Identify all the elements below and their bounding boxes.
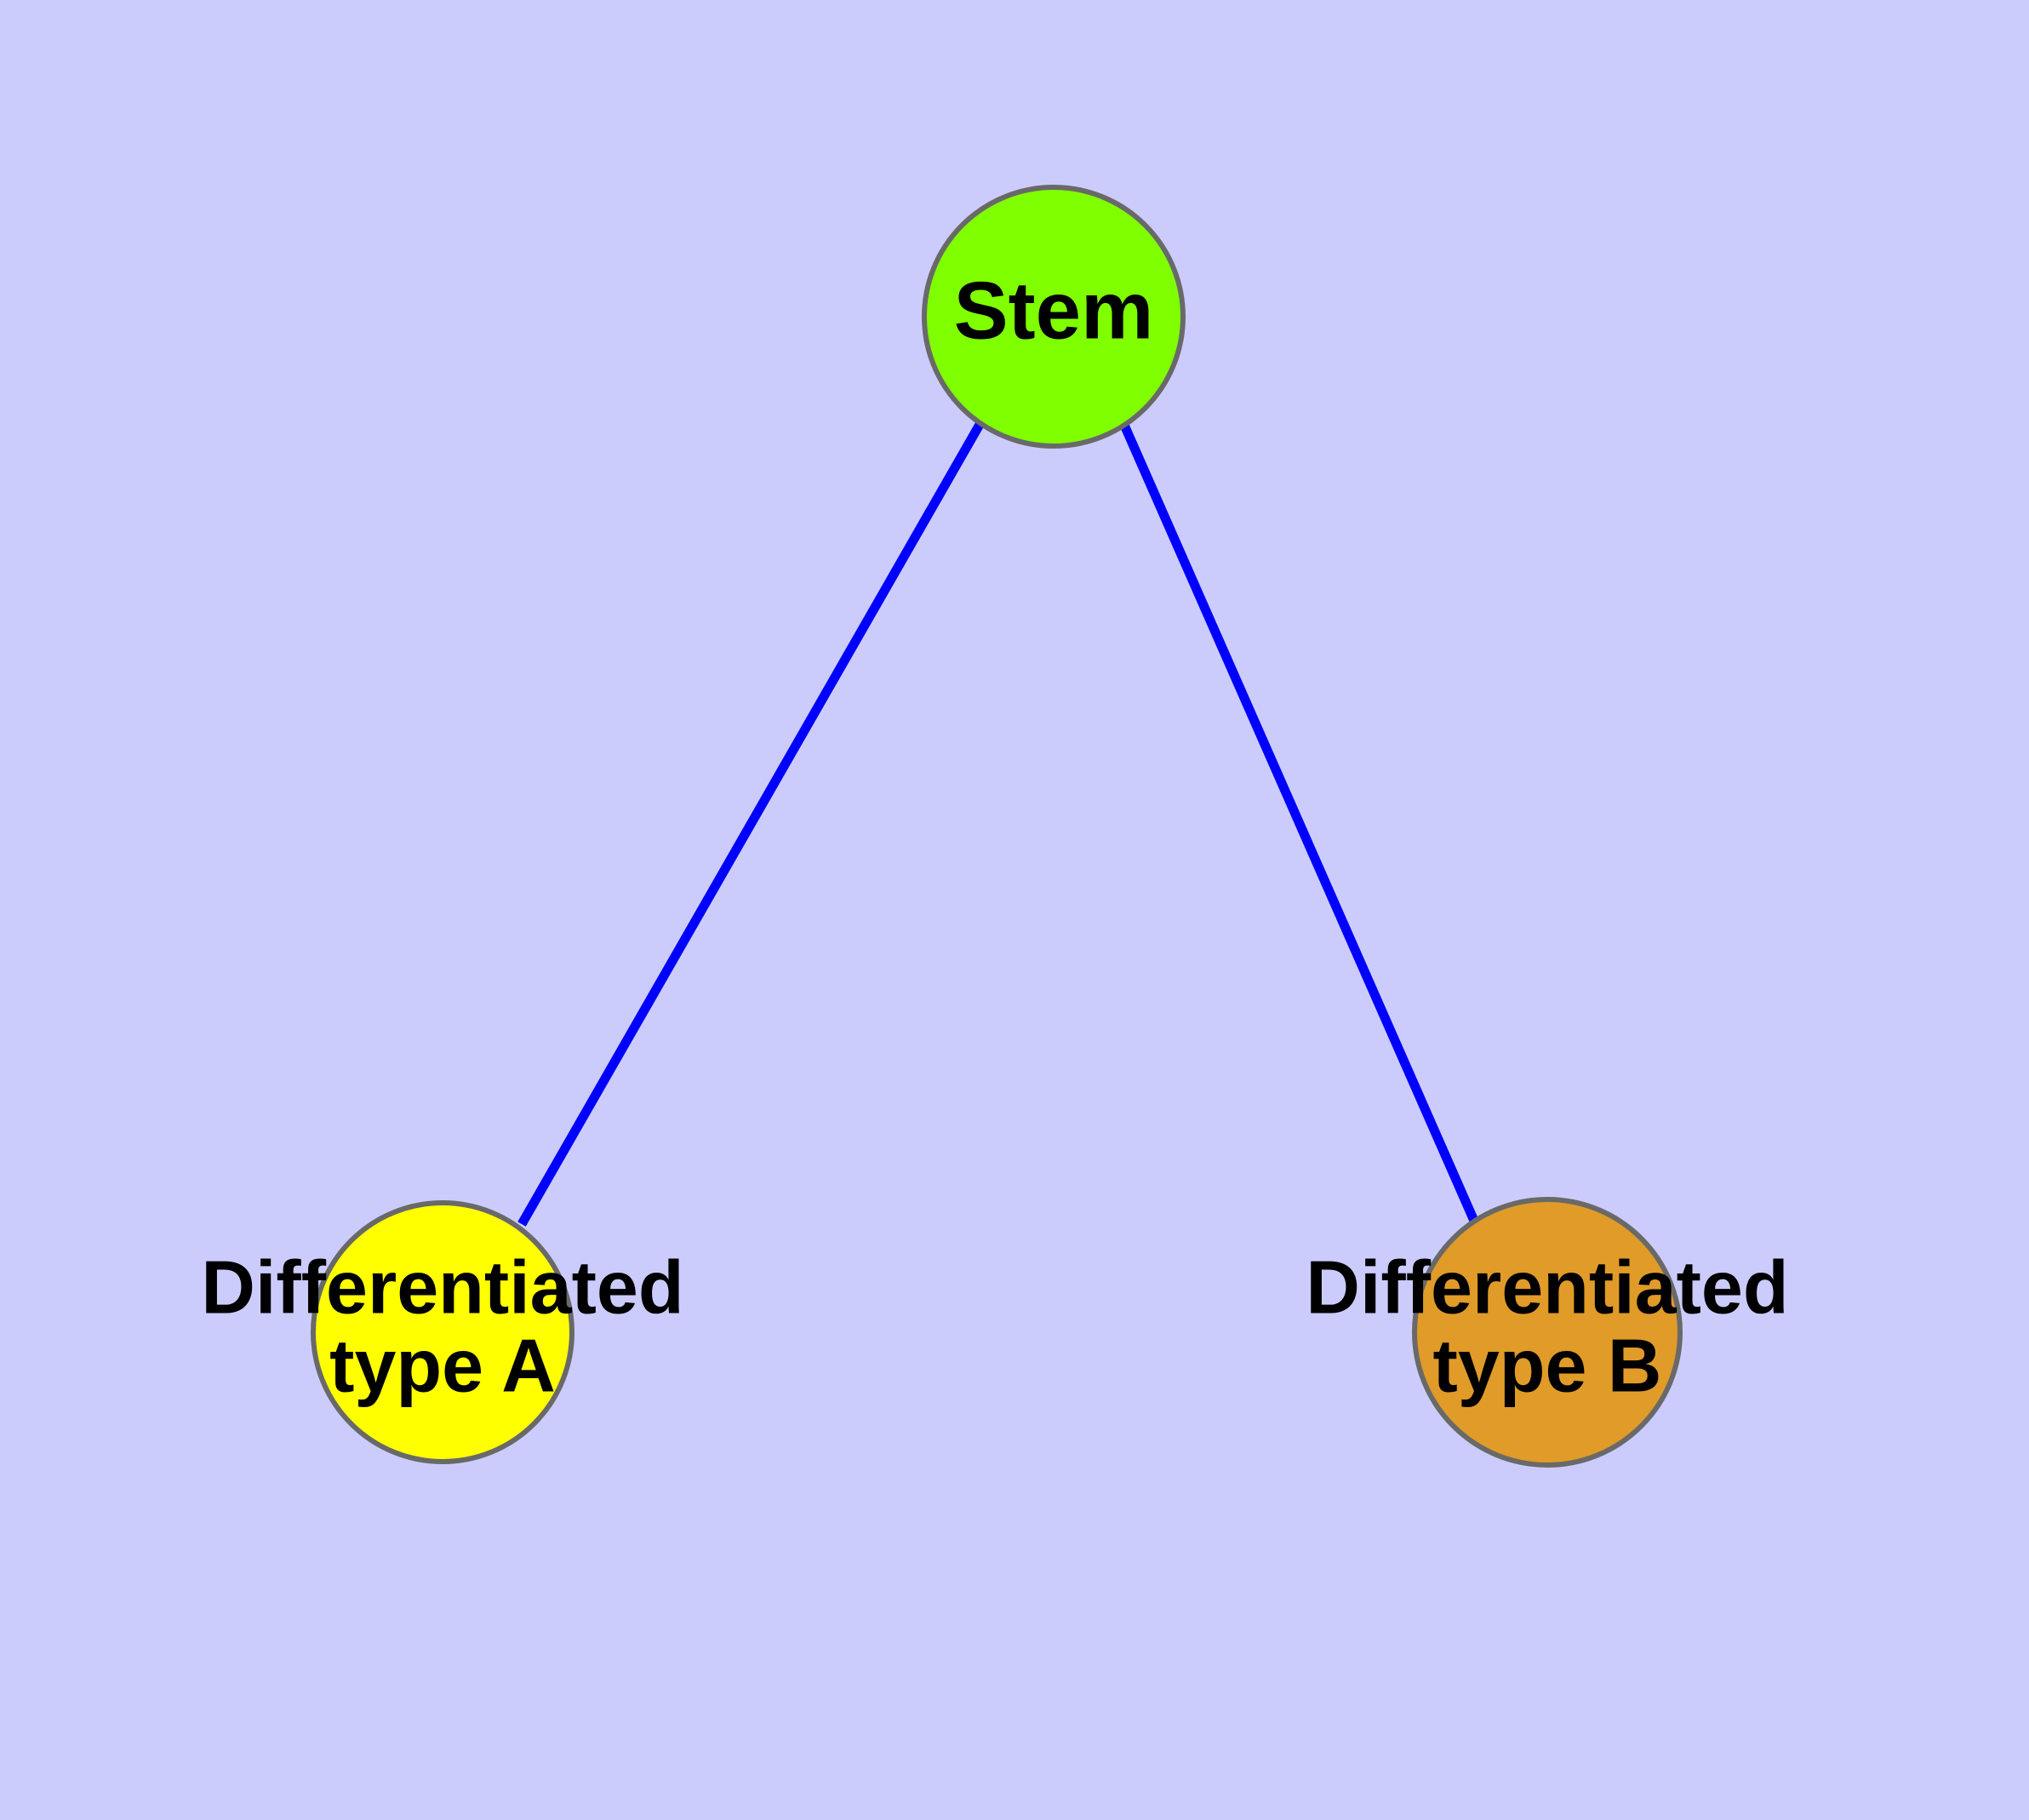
edge-stem-to-diff-a[interactable] [517,421,985,1227]
node-diff-b-circle[interactable] [1412,1197,1683,1468]
node-stem-circle[interactable] [922,185,1186,449]
node-diff-a-label-line1: Differentiated [201,1245,683,1329]
node-diff-a-label-line2: type A [329,1323,556,1407]
node-diff-b[interactable] [1412,1197,1683,1468]
node-diff-a[interactable] [311,1200,574,1464]
edge-layer [517,421,1479,1227]
label-layer: Stem Differentiated type A Differentiate… [201,265,1788,1407]
edge-stem-to-diff-b[interactable] [1118,421,1479,1223]
node-layer [311,185,1683,1468]
node-diff-b-label-line2: type B [1433,1323,1662,1407]
node-stem-label: Stem [954,265,1154,356]
node-diff-a-circle[interactable] [311,1200,574,1464]
node-diff-b-label-line1: Differentiated [1306,1245,1788,1329]
node-stem[interactable] [922,185,1186,449]
